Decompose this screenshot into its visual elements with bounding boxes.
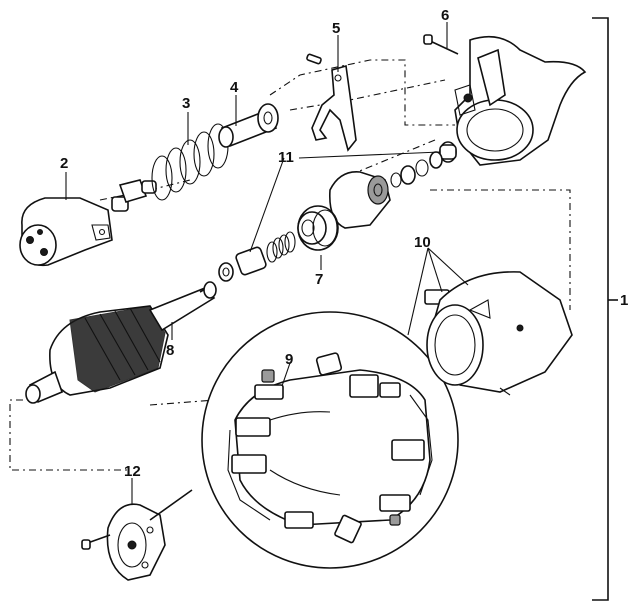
callout-1: 1 [620,292,628,309]
callout-6: 6 [441,7,449,24]
callout-11: 11 [278,149,294,166]
callout-7: 7 [315,271,323,288]
callout-5: 5 [332,20,340,37]
field-frame [424,271,573,396]
shift-lever [306,53,357,152]
alignment-guides [9,59,571,471]
solenoid [19,197,113,267]
leader-lines [65,22,469,505]
callout-3: 3 [182,95,190,112]
through-bolt [423,34,459,55]
callout-12: 12 [124,463,141,480]
callouts: 1 2 3 4 5 6 7 8 9 10 11 12 [60,7,628,480]
end-plate [81,489,193,581]
plunger [218,103,279,148]
drive-pinion [328,171,391,229]
callout-4: 4 [230,79,239,96]
armature [25,281,217,404]
callout-2: 2 [60,155,68,172]
bushings [390,141,457,188]
plunger-spring [151,123,229,201]
drive-spring [218,231,296,282]
assembly-bracket [592,17,618,601]
drive-end-housing [454,35,587,166]
clutch-collar [297,205,339,251]
brush-plate-inset [201,311,459,569]
callout-9: 9 [285,351,293,368]
callout-8: 8 [166,342,174,359]
plunger-fittings [111,179,157,212]
callout-10: 10 [414,234,431,251]
